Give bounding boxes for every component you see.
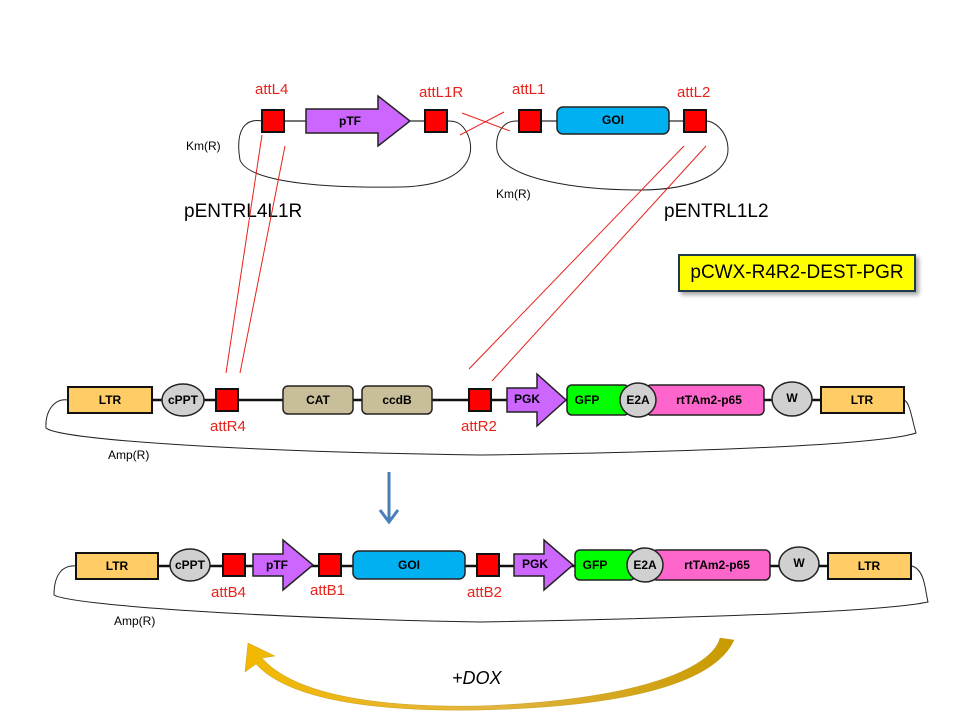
goi-box xyxy=(556,106,670,135)
ltr-5-label: LTR xyxy=(106,559,129,573)
goi-box xyxy=(352,550,466,580)
recombination-lines xyxy=(225,111,707,382)
cppt-ellipse xyxy=(169,548,211,582)
entry-vector-name: pENTRL1L2 xyxy=(664,201,769,222)
dox-induction-arrow-icon xyxy=(244,637,735,711)
attB4-site xyxy=(222,553,246,577)
entry-vector-pentrl1l2: GOI attL1 attL2 Km(R) pENTRL1L2 xyxy=(496,81,769,222)
crossover-line xyxy=(461,112,511,132)
dox-induction-label: +DOX xyxy=(452,668,503,688)
gfp-label: GFP xyxy=(583,558,608,572)
attL4-label: attL4 xyxy=(255,81,288,98)
ccdb-box xyxy=(361,385,433,415)
plasmid-backbone xyxy=(53,565,929,623)
attL2-label: attL2 xyxy=(677,84,710,101)
goi-label: GOI xyxy=(602,113,624,127)
e2a-label: E2A xyxy=(633,558,657,572)
ltr-5-box xyxy=(67,386,153,414)
plasmid-backbone xyxy=(45,399,917,456)
plasmid-backbone xyxy=(496,120,729,191)
pgk-label: PGK xyxy=(522,557,548,571)
ltr-3-box xyxy=(820,386,905,414)
ltr-3-label: LTR xyxy=(851,393,874,407)
cat-label: CAT xyxy=(306,393,330,407)
crossover-line xyxy=(491,145,707,382)
e2a-label: E2A xyxy=(626,393,650,407)
entry-vector-name: pENTRL4L1R xyxy=(184,201,302,222)
crossover-line xyxy=(225,134,263,374)
gfp-label: GFP xyxy=(575,393,600,407)
kanamycin-resistance-label: Km(R) xyxy=(496,187,531,201)
ampicillin-resistance-label: Amp(R) xyxy=(108,448,149,462)
pgk-promoter-arrow xyxy=(506,372,568,428)
cppt-ellipse xyxy=(161,383,205,417)
ltr-5-box xyxy=(75,552,159,580)
attR2-site xyxy=(468,388,492,412)
attR4-site xyxy=(215,388,239,412)
ltr-3-box xyxy=(827,552,912,580)
ptf-label: pTF xyxy=(339,114,361,128)
attB1-site xyxy=(318,553,342,577)
wpre-ellipse xyxy=(778,546,820,582)
e2a-ellipse xyxy=(619,382,657,418)
destination-vector: LTR cPPT attR4 CAT ccdB attR2 PGK GFP rt… xyxy=(45,372,917,462)
cppt-label: cPPT xyxy=(175,558,206,572)
expression-vector: LTR cPPT attB4 pTF attB1 GOI attB2 PGK G… xyxy=(53,538,929,628)
wpre-ellipse xyxy=(771,381,813,417)
ltr-5-label: LTR xyxy=(99,393,122,407)
crossover-line xyxy=(468,145,685,370)
cppt-label: cPPT xyxy=(168,393,199,407)
cat-box xyxy=(282,385,354,415)
attL2-site xyxy=(683,109,707,133)
attB1-label: attB1 xyxy=(310,582,345,599)
wpre-label: W xyxy=(793,556,805,570)
attR4-label: attR4 xyxy=(210,418,246,435)
pgk-promoter-arrow xyxy=(513,538,575,592)
wpre-label: W xyxy=(786,391,798,405)
attB2-label: attB2 xyxy=(467,584,502,601)
attR2-label: attR2 xyxy=(461,418,497,435)
ltr-3-label: LTR xyxy=(858,559,881,573)
goi-label: GOI xyxy=(398,558,420,572)
destination-vector-title: pCWX-R4R2-DEST-PGR xyxy=(678,254,916,292)
ptf-label: pTF xyxy=(266,558,288,572)
pgk-label: PGK xyxy=(514,392,540,406)
crossover-line xyxy=(239,145,286,374)
attL1R-label: attL1R xyxy=(419,84,463,101)
attL4-site xyxy=(261,109,285,133)
kanamycin-resistance-label: Km(R) xyxy=(186,139,221,153)
rtta-label: rtTAm2-p65 xyxy=(676,393,742,407)
attB2-site xyxy=(476,553,500,577)
ccdb-label: ccdB xyxy=(382,393,412,407)
attB4-label: attB4 xyxy=(211,584,246,601)
attL1-site xyxy=(518,109,542,133)
ampicillin-resistance-label: Amp(R) xyxy=(114,614,155,628)
ptf-promoter-arrow xyxy=(305,94,412,148)
entry-vector-pentrl4l1r: pTF attL4 attL1R Km(R) pENTRL4L1R xyxy=(184,81,472,222)
ptf-promoter-arrow xyxy=(252,538,315,592)
down-arrow-icon xyxy=(378,472,400,525)
e2a-ellipse xyxy=(626,547,664,583)
rtta-label: rtTAm2-p65 xyxy=(684,558,750,572)
attL1R-site xyxy=(424,109,448,133)
crossover-line xyxy=(459,111,505,136)
attL1-label: attL1 xyxy=(512,81,545,98)
